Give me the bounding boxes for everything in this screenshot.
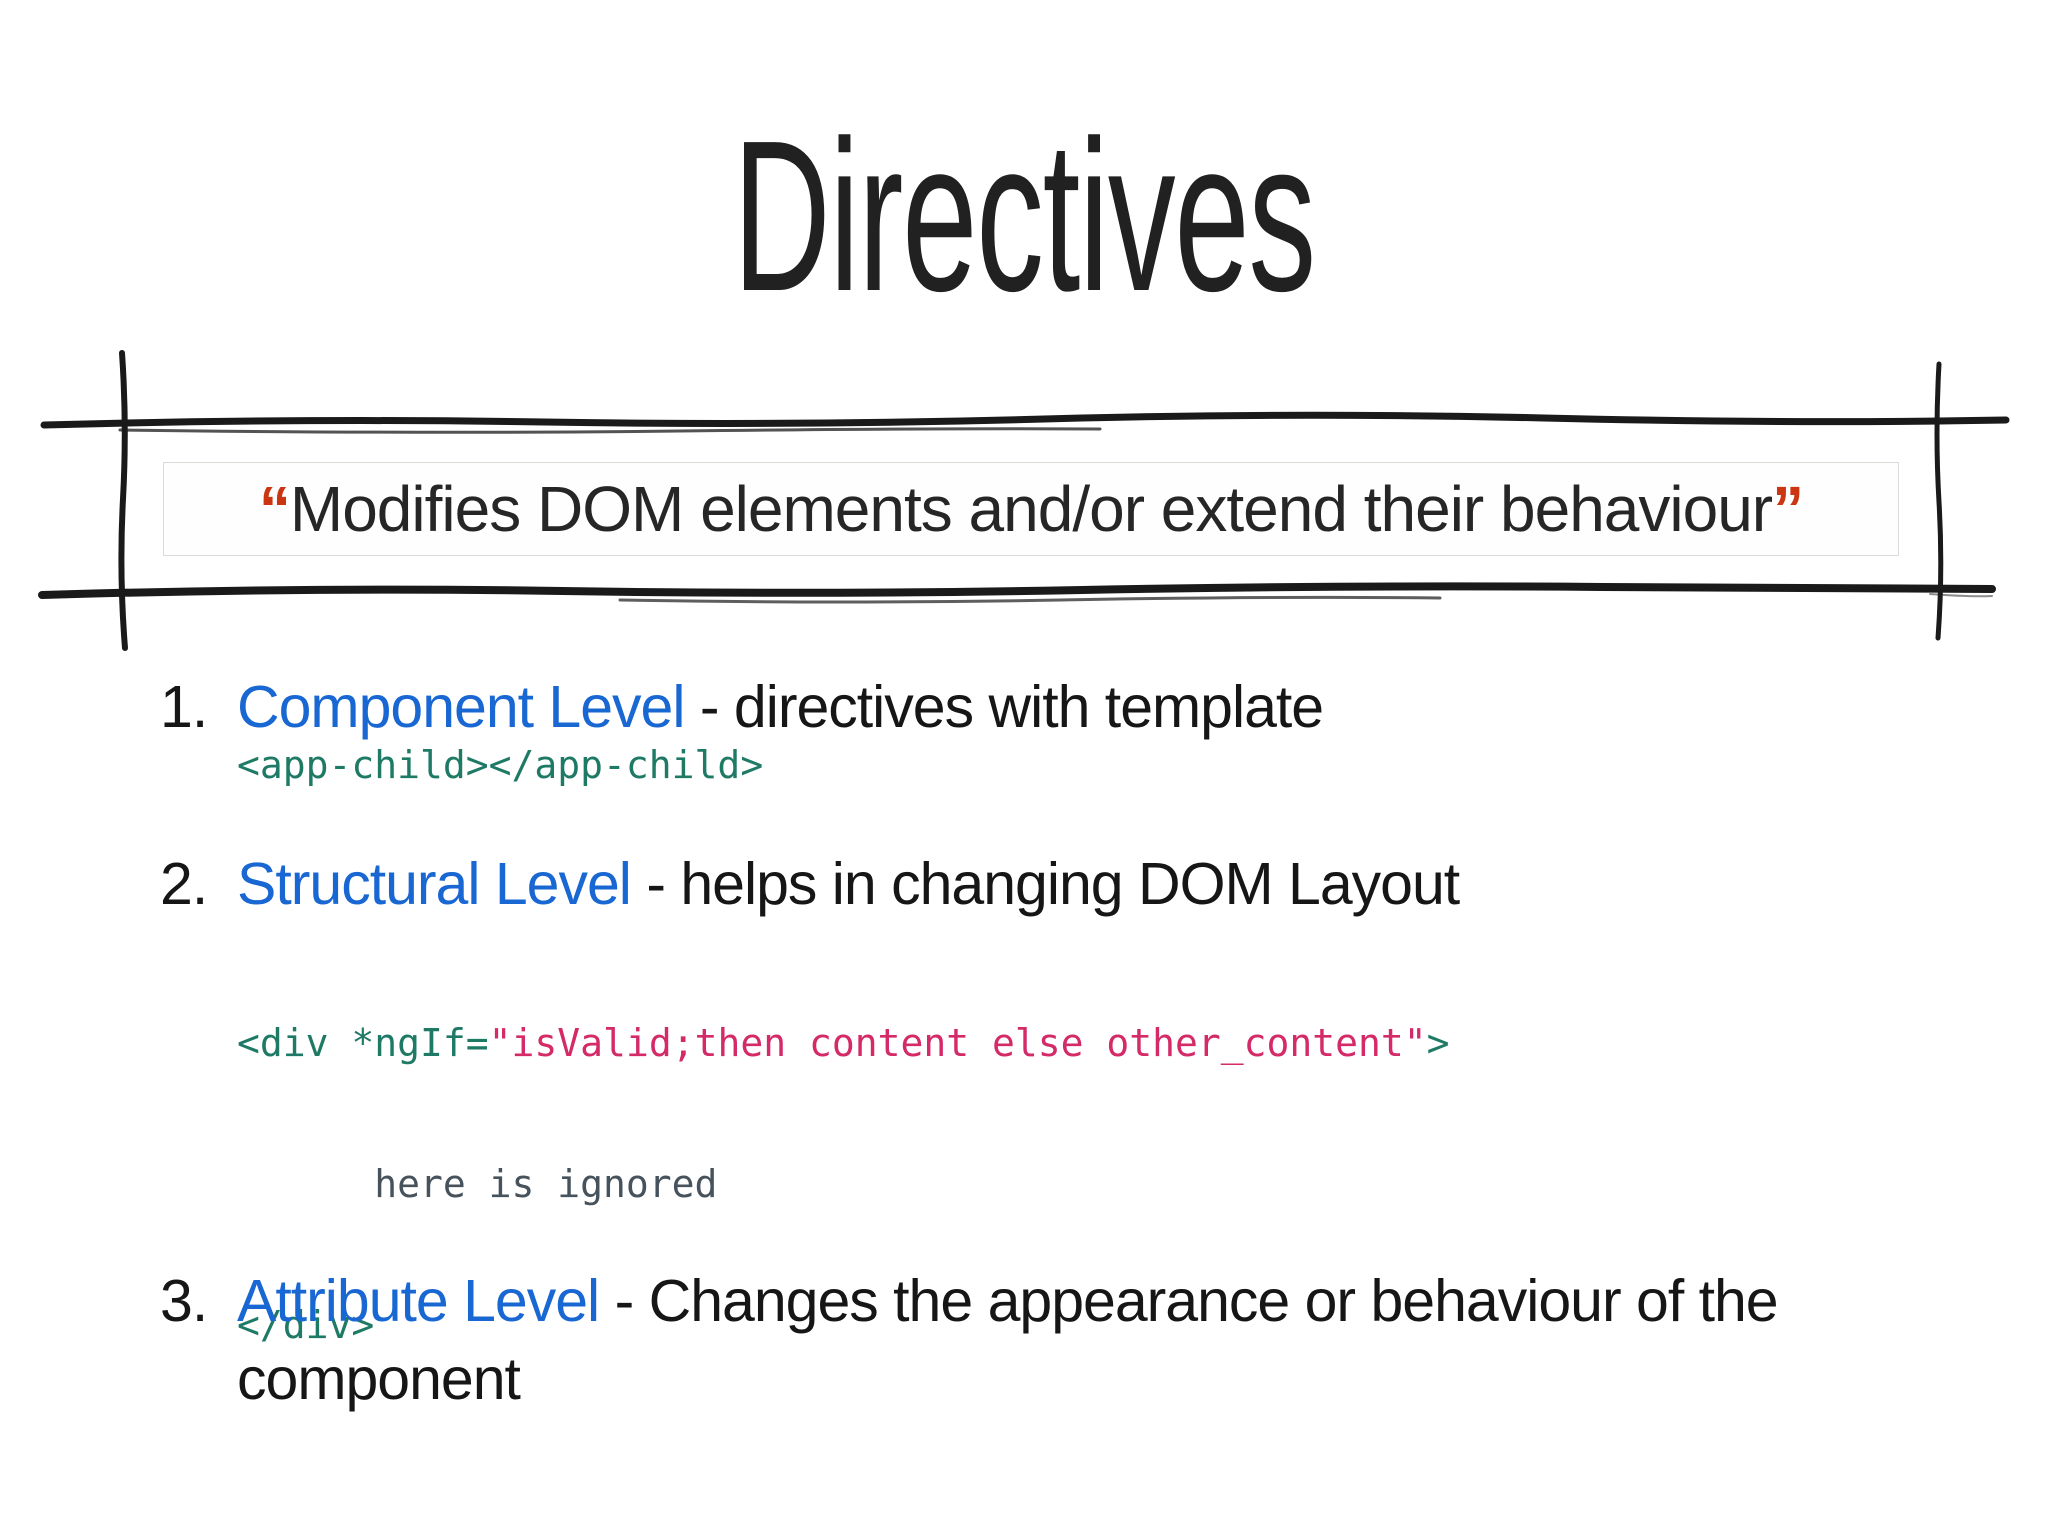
frame-bottom-line	[38, 582, 1996, 599]
page-title-text: Directives	[733, 95, 1316, 336]
frame-bottom-line-tail	[1929, 593, 1993, 598]
item-label-attribute-level: Attribute Level	[237, 1268, 600, 1334]
frame-bottom-line-overstroke	[618, 595, 1442, 604]
code-snippet-app-child: <app-child></app-child>	[237, 742, 763, 789]
item-description: - helps in changing DOM Layout	[630, 851, 1460, 917]
quote-box: “Modifies DOM elements and/or extend the…	[163, 462, 1899, 556]
item-text: Structural Level - helps in changing DOM…	[237, 845, 1460, 923]
item-number: 2.	[160, 851, 208, 917]
code-snippet-structural: <div *ngIf="isValid;then content else ot…	[237, 926, 1678, 1536]
item-number: 1.	[160, 674, 208, 740]
code-segment: <div *ngIf=	[237, 1021, 489, 1065]
frame-top-line	[40, 411, 2010, 429]
item-label-component-level: Component Level	[237, 674, 685, 740]
code-segment: <app-child></app-child>	[237, 743, 764, 787]
list-item-component-level: 1. Component Level - directives with tem…	[160, 668, 1324, 746]
frame-top-line-tail	[1959, 420, 2007, 424]
code-line-blank	[237, 1443, 1678, 1490]
code-segment: here is ignored	[237, 1162, 718, 1206]
item-description: - directives with template	[684, 674, 1324, 740]
open-quote-mark: “	[258, 473, 291, 545]
frame-left-vertical	[118, 350, 128, 651]
item-description: - Changes the appearance or behaviour of…	[237, 1268, 1794, 1412]
quote-text: Modifies DOM elements and/or extend thei…	[289, 473, 1773, 545]
code-line: </div>	[237, 1302, 1678, 1349]
frame-right-vertical	[1934, 361, 1944, 641]
item-label-structural-level: Structural Level	[237, 851, 632, 917]
item-number: 3.	[160, 1268, 208, 1334]
item-text: Component Level - directives with templa…	[237, 668, 1324, 746]
code-segment: </div>	[237, 1303, 375, 1347]
code-segment: "isValid;then content else other_content…	[488, 1021, 1427, 1065]
page-title: Directives	[0, 108, 2048, 323]
code-segment: >	[1426, 1021, 1450, 1065]
list-item-structural-level: 2. Structural Level - helps in changing …	[160, 845, 1460, 923]
item-text: Attribute Level - Changes the appearance…	[237, 1262, 1917, 1418]
code-line: here is ignored	[237, 1161, 1678, 1208]
list-item-attribute-level: 3. Attribute Level - Changes the appeara…	[160, 1262, 1917, 1418]
code-line: <div *ngIf="isValid;then content else ot…	[237, 1020, 1678, 1067]
close-quote-mark: ”	[1772, 473, 1804, 545]
frame-top-line-overstroke	[118, 427, 1102, 434]
